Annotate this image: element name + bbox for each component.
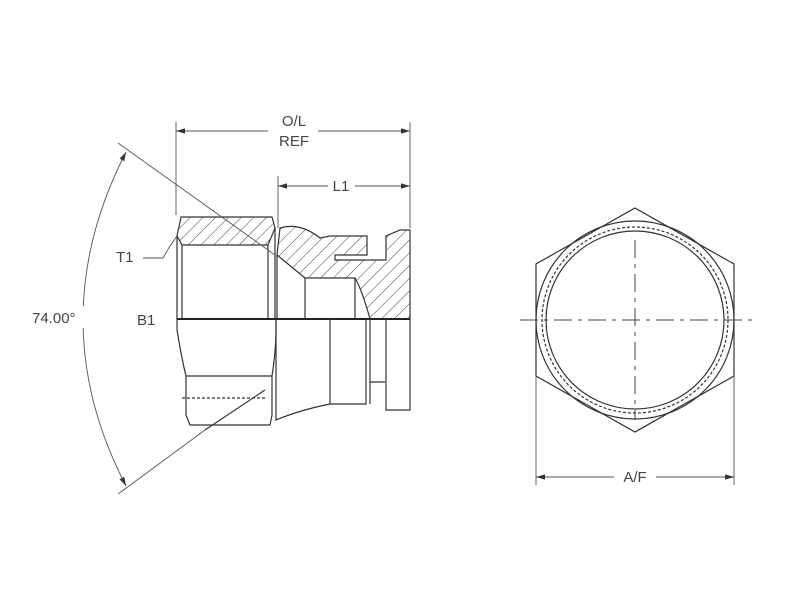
af-label: A/F — [623, 469, 646, 486]
side-view — [176, 216, 411, 431]
ol-label: O/L — [282, 113, 306, 130]
body-section — [276, 225, 411, 320]
ol-ref-label: REF — [279, 133, 309, 150]
end-view: A/F — [520, 207, 752, 486]
nut-section — [176, 216, 276, 246]
angle-label: 74.00° — [32, 310, 76, 327]
t1-label: T1 — [116, 249, 134, 266]
b1-label: B1 — [137, 312, 155, 329]
hex-outline — [535, 207, 735, 433]
dimensions: O/L REF L1 T1 B1 74.00° — [28, 113, 411, 495]
l1-label: L1 — [333, 178, 350, 195]
